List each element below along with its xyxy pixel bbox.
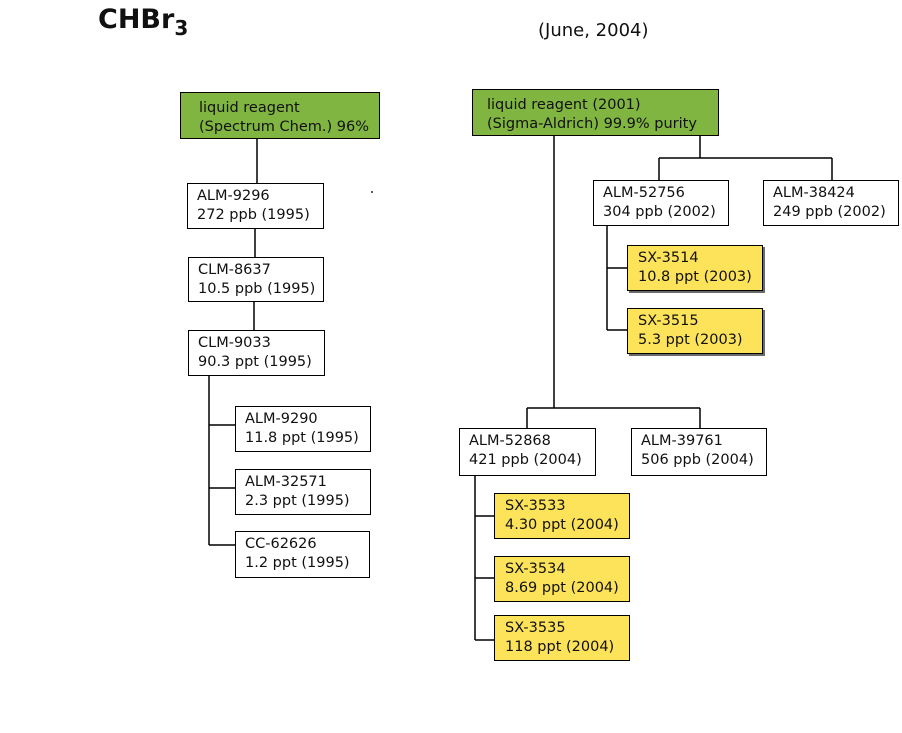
compound-title: CHBr3 <box>98 4 189 40</box>
diagram-date: (June, 2004) <box>538 20 649 41</box>
node-reagent-sigma: liquid reagent (2001)(Sigma-Aldrich) 99.… <box>472 89 719 136</box>
stray-dot <box>371 191 373 193</box>
node-reagent-spectrum: liquid reagent(Spectrum Chem.) 96% <box>180 92 380 139</box>
